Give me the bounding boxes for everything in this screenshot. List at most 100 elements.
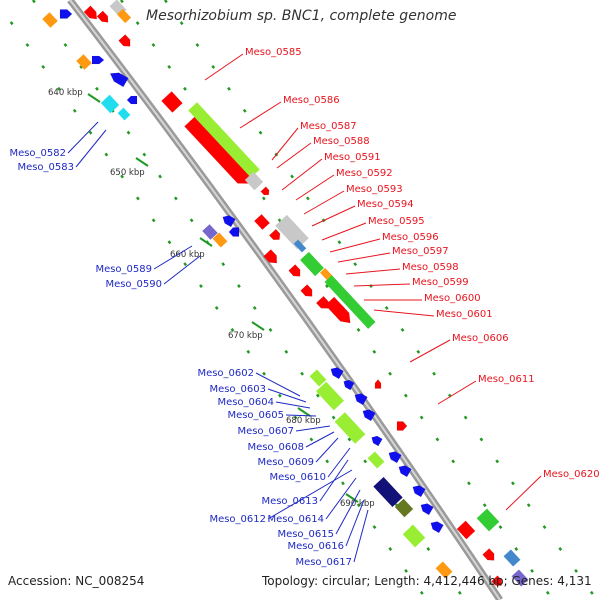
gene-lime-3 — [316, 381, 344, 411]
forward-label-line — [329, 238, 381, 253]
accession-text: Accession: NC_008254 — [8, 574, 145, 588]
forward-gene-label: Meso_0601 — [436, 309, 493, 320]
reverse-label-line — [345, 499, 365, 547]
reverse-gene-label: Meso_0603 — [209, 384, 266, 395]
tick-label: 690 kbp — [340, 499, 375, 509]
gene-olive-1-shape — [394, 498, 414, 518]
forward-gene-label: Meso_0597 — [392, 246, 449, 257]
gene-blue-9-shape — [354, 393, 368, 406]
gene-red-7-shape — [268, 228, 281, 241]
tick-mark — [345, 493, 359, 503]
tick-mark — [251, 321, 265, 331]
forward-gene-label: Meso_0593 — [346, 184, 403, 195]
reverse-gene-label: Meso_0615 — [277, 529, 334, 540]
gene-grey-2 — [244, 171, 264, 191]
gene-lime-1-shape — [188, 102, 260, 178]
gene-blue-6-shape — [228, 227, 240, 237]
forward-gene-label: Meso_0591 — [324, 152, 381, 163]
reverse-label-line — [335, 489, 361, 535]
reverse-label-line — [325, 477, 357, 520]
gene-red-11-shape — [315, 295, 329, 309]
gene-blue-5 — [222, 215, 236, 228]
reverse-label-line — [267, 469, 353, 520]
forward-gene-label: Meso_0596 — [382, 232, 439, 243]
gene-orange-6-shape — [435, 561, 453, 579]
forward-label-line — [437, 380, 477, 405]
topology-text: Topology: circular; Length: 4,412,446 bp… — [262, 574, 592, 588]
gene-red-2-shape — [96, 10, 109, 23]
tick-mark — [87, 93, 101, 103]
gene-lime-2 — [309, 369, 327, 387]
gene-red-15-shape — [456, 520, 476, 540]
forward-label-line — [373, 309, 435, 317]
forward-label-line — [345, 268, 401, 275]
reverse-gene-label: Meso_0607 — [237, 426, 294, 437]
backbone-highlight — [69, 0, 501, 600]
gene-lime-3-shape — [316, 381, 344, 411]
gene-red-14-shape — [396, 421, 408, 431]
gene-blue-3 — [109, 72, 129, 88]
reverse-gene-label: Meso_0582 — [9, 148, 66, 159]
forward-label-line — [271, 127, 299, 161]
gene-blue-12 — [388, 451, 402, 464]
forward-label-line — [311, 205, 356, 227]
forward-gene-label: Meso_0594 — [357, 199, 414, 210]
gene-navy-1 — [373, 476, 403, 508]
forward-gene-label: Meso_0598 — [402, 262, 459, 273]
gene-red-2 — [96, 10, 109, 23]
gene-blue-9 — [354, 393, 368, 406]
gene-green-2-shape — [324, 275, 376, 329]
gene-blue-13 — [398, 465, 412, 478]
reverse-label-line — [295, 425, 331, 432]
forward-gene-label: Meso_0611 — [478, 374, 535, 385]
gene-lime-1 — [188, 102, 260, 178]
gene-lime-2-shape — [309, 369, 327, 387]
gene-blue-14 — [412, 485, 426, 498]
gene-orange-2-shape — [116, 8, 132, 24]
gene-red-9-shape — [288, 264, 301, 277]
reverse-gene-label: Meso_0605 — [227, 410, 284, 421]
gene-orange-5 — [320, 267, 332, 281]
tick-label: 640 kbp — [48, 88, 83, 98]
gene-lime-6 — [402, 524, 426, 548]
gene-red-6 — [254, 214, 270, 230]
gene-lime-5-shape — [367, 451, 385, 469]
forward-label-line — [295, 174, 335, 201]
forward-gene-label: Meso_0592 — [336, 168, 393, 179]
gene-green-1-shape — [300, 251, 324, 277]
gene-red-12-shape — [325, 296, 351, 324]
gene-orange-4 — [212, 232, 228, 248]
gene-blue-4-shape — [126, 95, 138, 105]
gene-red-5-shape — [260, 186, 270, 196]
gene-purple-1-shape — [202, 224, 218, 240]
gene-blue-1 — [59, 9, 73, 19]
gene-blue-11 — [371, 435, 383, 447]
gene-green-1 — [300, 251, 324, 277]
gene-steel-1-shape — [293, 239, 307, 253]
gene-blue-16 — [430, 521, 444, 534]
reverse-gene-label: Meso_0609 — [257, 457, 314, 468]
gene-meso0592-shape — [275, 214, 309, 250]
gene-blue-15-shape — [420, 503, 434, 516]
reverse-label-line — [315, 437, 339, 463]
forward-label-line — [505, 475, 542, 511]
reverse-label-line — [255, 372, 301, 397]
gene-green-2 — [324, 275, 376, 329]
forward-gene-label: Meso_0588 — [313, 136, 370, 147]
gene-blue-5-shape — [222, 215, 236, 228]
map-title: Mesorhizobium sp. BNC1, complete genome — [146, 8, 457, 24]
gene-olive-1 — [394, 498, 414, 518]
gene-blue-1-shape — [59, 9, 73, 19]
reverse-label-line — [163, 255, 201, 285]
gene-steel-2 — [503, 549, 521, 567]
reverse-gene-label: Meso_0617 — [295, 557, 352, 568]
tick-label: 670 kbp — [228, 331, 263, 341]
gene-red-3 — [118, 34, 131, 47]
gene-grey-2-shape — [244, 171, 264, 191]
gene-red-16 — [482, 548, 495, 561]
gene-steel-2-shape — [503, 549, 521, 567]
forward-label-line — [239, 101, 282, 129]
forward-gene-label: Meso_0600 — [424, 293, 481, 304]
gene-red-15 — [456, 520, 476, 540]
gene-cyan-1 — [100, 94, 120, 114]
